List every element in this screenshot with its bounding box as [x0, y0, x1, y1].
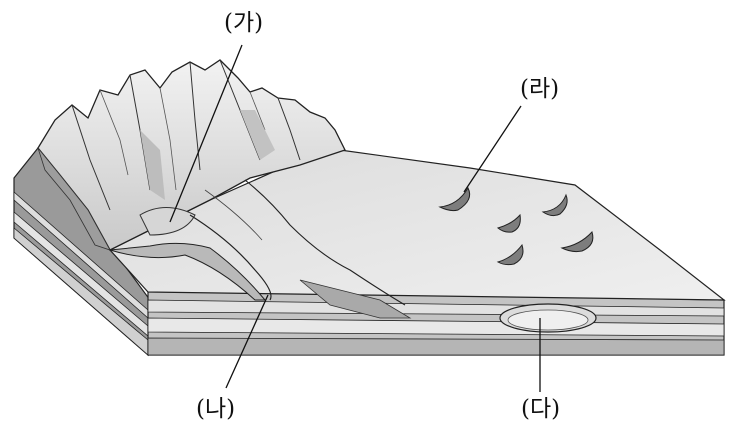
kettle-lake — [500, 304, 596, 332]
front-side-strata — [148, 290, 724, 355]
label-ga: (가) — [224, 12, 263, 35]
label-da: (다) — [521, 398, 560, 421]
label-na: (나) — [196, 398, 235, 421]
label-ra: (라) — [520, 78, 559, 101]
